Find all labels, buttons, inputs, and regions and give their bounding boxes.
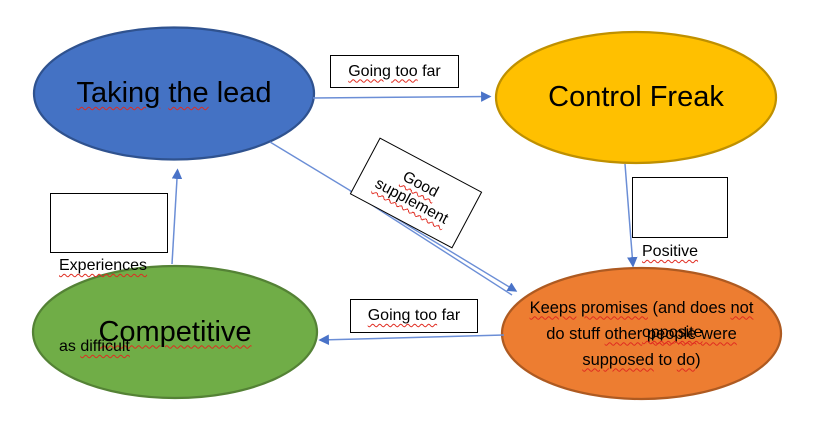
node-ellipse-control-freak[interactable] xyxy=(494,30,778,165)
text-run: difficult xyxy=(80,338,130,355)
edge-label-line: opposite xyxy=(642,319,727,346)
text-run: far xyxy=(417,62,441,80)
edge-label-going-too-far-top[interactable]: Going too far xyxy=(330,55,459,88)
edge-label-positive-opposite[interactable]: Positive opposite xyxy=(632,177,728,341)
edge-label-going-too-far-bottom[interactable]: Going too far xyxy=(350,299,478,333)
text-run: far xyxy=(437,307,461,324)
text-run: opposite xyxy=(642,324,703,341)
arrow-keeps-promises-to-competitive[interactable] xyxy=(318,334,505,346)
arrow-competitive-to-taking-lead[interactable] xyxy=(171,168,183,265)
edge-label-line: as difficult xyxy=(59,333,167,360)
text-run: Going too xyxy=(367,307,438,324)
arrow-taking-lead-to-control-freak[interactable] xyxy=(312,91,492,102)
arrow-control-freak-to-keeps-promises[interactable] xyxy=(624,163,638,268)
node-ellipse-keeps-promises[interactable] xyxy=(500,266,783,401)
text-run: Positive xyxy=(642,243,699,260)
edge-label-line: Positive xyxy=(642,238,727,265)
edge-label-experiences-as-difficult[interactable]: Experiences as difficult xyxy=(50,193,168,355)
node-ellipse-competitive[interactable] xyxy=(31,264,319,400)
node-ellipse-taking-the-lead[interactable] xyxy=(32,26,316,161)
text-run: Experiences xyxy=(59,257,148,274)
text-run: Going too xyxy=(348,62,418,80)
edge-label-line: Experiences xyxy=(59,252,167,279)
text-run: as xyxy=(59,338,81,355)
